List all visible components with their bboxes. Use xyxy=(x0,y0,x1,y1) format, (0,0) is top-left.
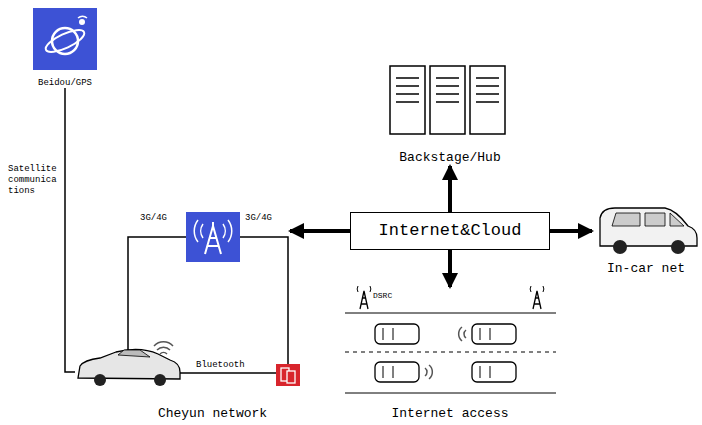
wire-label: 3G/4G xyxy=(140,213,167,223)
arrow-line xyxy=(290,229,350,233)
satellite-node: Beidou/GPS xyxy=(25,6,105,88)
access-node: Internet access xyxy=(340,287,560,422)
node-text: Internet access xyxy=(391,407,508,422)
node-text: Backstage/Hub xyxy=(399,151,500,166)
flow-arrow xyxy=(448,166,452,212)
server-node: Backstage/Hub xyxy=(380,62,520,166)
server-icon xyxy=(390,66,505,134)
wire-label: 3G/4G xyxy=(245,213,272,223)
vehicle-node: In-car net xyxy=(592,203,700,277)
node-text: Beidou/GPS xyxy=(38,78,92,88)
node-text: Internet&Cloud xyxy=(379,221,522,241)
link-line xyxy=(65,88,75,372)
node-text: In-car net xyxy=(607,262,685,277)
van-icon xyxy=(600,208,697,254)
road-scene xyxy=(345,286,556,393)
network-node: Cheyun network xyxy=(75,340,350,422)
node-text: Cheyun network xyxy=(158,407,267,422)
wire-label: Bluetooth xyxy=(196,360,245,370)
flow-arrow xyxy=(550,229,592,233)
wire-label: DSRC xyxy=(373,291,392,300)
tower-icon xyxy=(186,212,240,262)
car-icon xyxy=(78,342,180,386)
satellite-icon xyxy=(33,8,97,70)
process-box: Internet&Cloud xyxy=(350,212,550,250)
edge-label: Satellite communications xyxy=(8,164,58,196)
wire xyxy=(180,372,276,374)
phone-icon xyxy=(276,364,300,386)
flow-arrow xyxy=(448,250,452,287)
